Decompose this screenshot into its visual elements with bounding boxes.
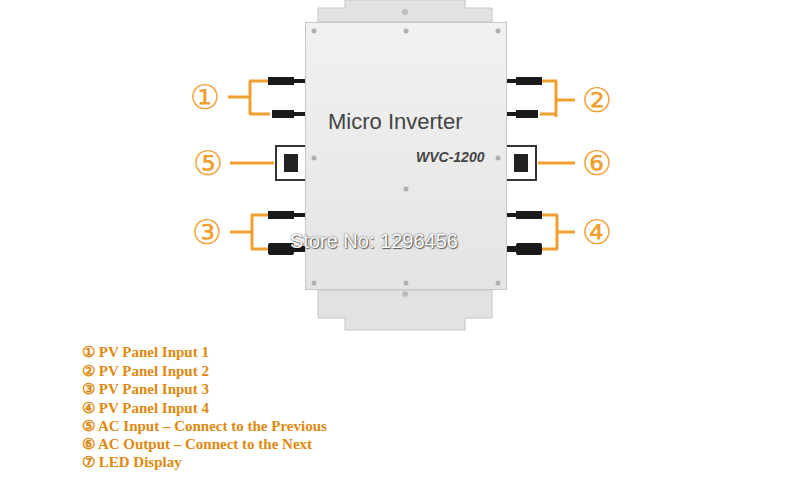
key-line: ② PV Panel Input 2 bbox=[82, 364, 209, 379]
callout-number: ⑥ bbox=[582, 146, 612, 180]
key-line: ④ PV Panel Input 4 bbox=[82, 401, 209, 416]
product-name: Micro Inverter bbox=[328, 109, 462, 135]
key-line: ⑤ AC Input – Connect to the Previous bbox=[82, 419, 327, 434]
key-line: ③ PV Panel Input 3 bbox=[82, 382, 209, 397]
key-line: ① PV Panel Input 1 bbox=[82, 345, 209, 360]
key-line: ⑦ LED Display bbox=[82, 455, 182, 470]
callout-number: ② bbox=[582, 83, 612, 117]
watermark: Store No: 1296456 bbox=[290, 230, 458, 253]
callout-number: ⑤ bbox=[193, 146, 223, 180]
callout-number: ③ bbox=[192, 215, 222, 249]
callout-number: ① bbox=[190, 80, 220, 114]
callout-number: ④ bbox=[582, 215, 612, 249]
key-line: ⑥ AC Output – Connect to the Next bbox=[82, 437, 312, 452]
model-number: WVC-1200 bbox=[416, 149, 484, 165]
